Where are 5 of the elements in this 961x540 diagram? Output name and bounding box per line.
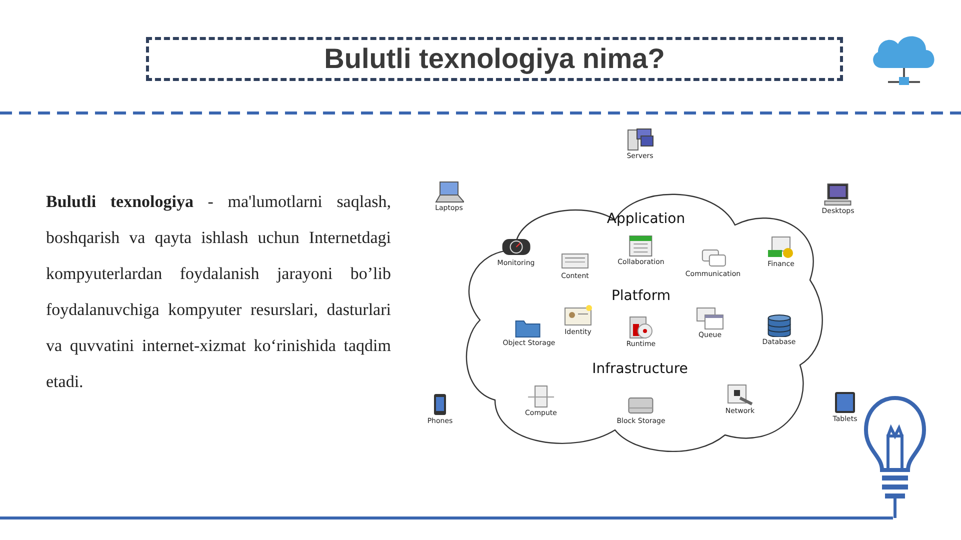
definition-paragraph: Bulutli texnologiya - ma'lumotlarni saqlash, boshqarish va qayta ishlash uchun Internetdagi kompyuterlardan foydalanish jarayoni bo’lib foydalanuvchiga kompyuter resurslari, dasturlari va quvvatini internet-xizmat ko‘rinishida taqdim etadi.: [46, 191, 391, 393]
layer-heading: Application: [606, 211, 686, 227]
title-text: Bulutli texnologiya nima?: [146, 37, 843, 81]
layer-heading: Platform: [611, 288, 671, 304]
layer-heading: Infrastructure: [592, 361, 688, 377]
